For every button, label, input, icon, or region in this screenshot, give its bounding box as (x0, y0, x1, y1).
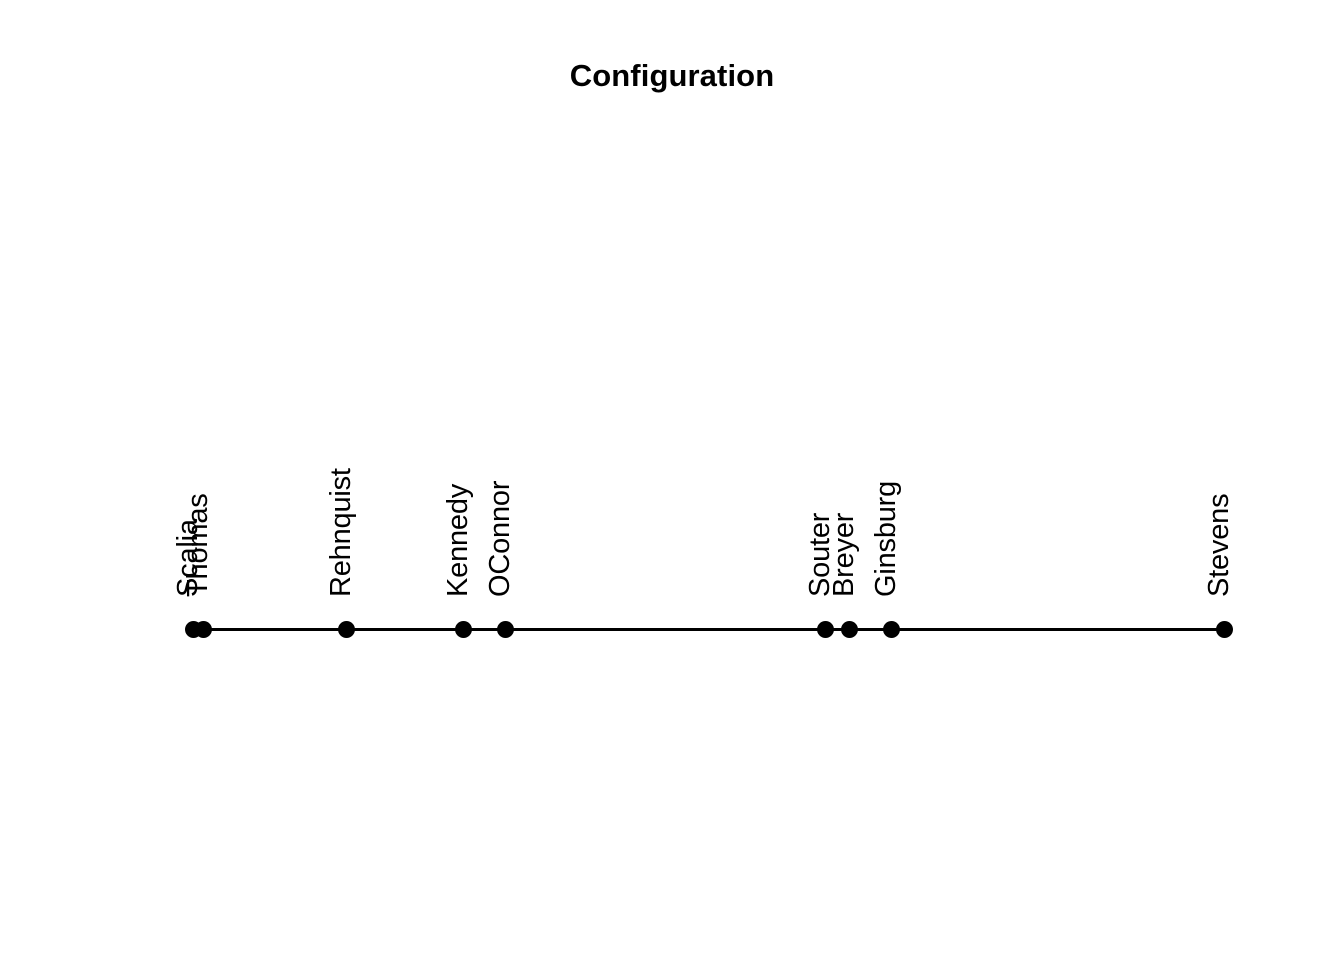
point-label: Breyer (828, 512, 860, 597)
data-point (840, 620, 858, 638)
point-label: Kennedy (442, 483, 474, 597)
data-point (194, 620, 212, 638)
data-point (816, 620, 834, 638)
data-point (454, 620, 472, 638)
point-label: Ginsburg (870, 480, 902, 597)
configuration-axis-line (193, 627, 1224, 631)
point-label: Thomas (182, 493, 214, 597)
data-point (337, 620, 355, 638)
point-label: OConnor (484, 480, 516, 597)
data-point (496, 620, 514, 638)
data-point (882, 620, 900, 638)
data-point (1215, 620, 1233, 638)
point-label: Rehnquist (325, 468, 357, 597)
point-label: Stevens (1203, 493, 1235, 597)
page-title: Configuration (569, 58, 775, 93)
